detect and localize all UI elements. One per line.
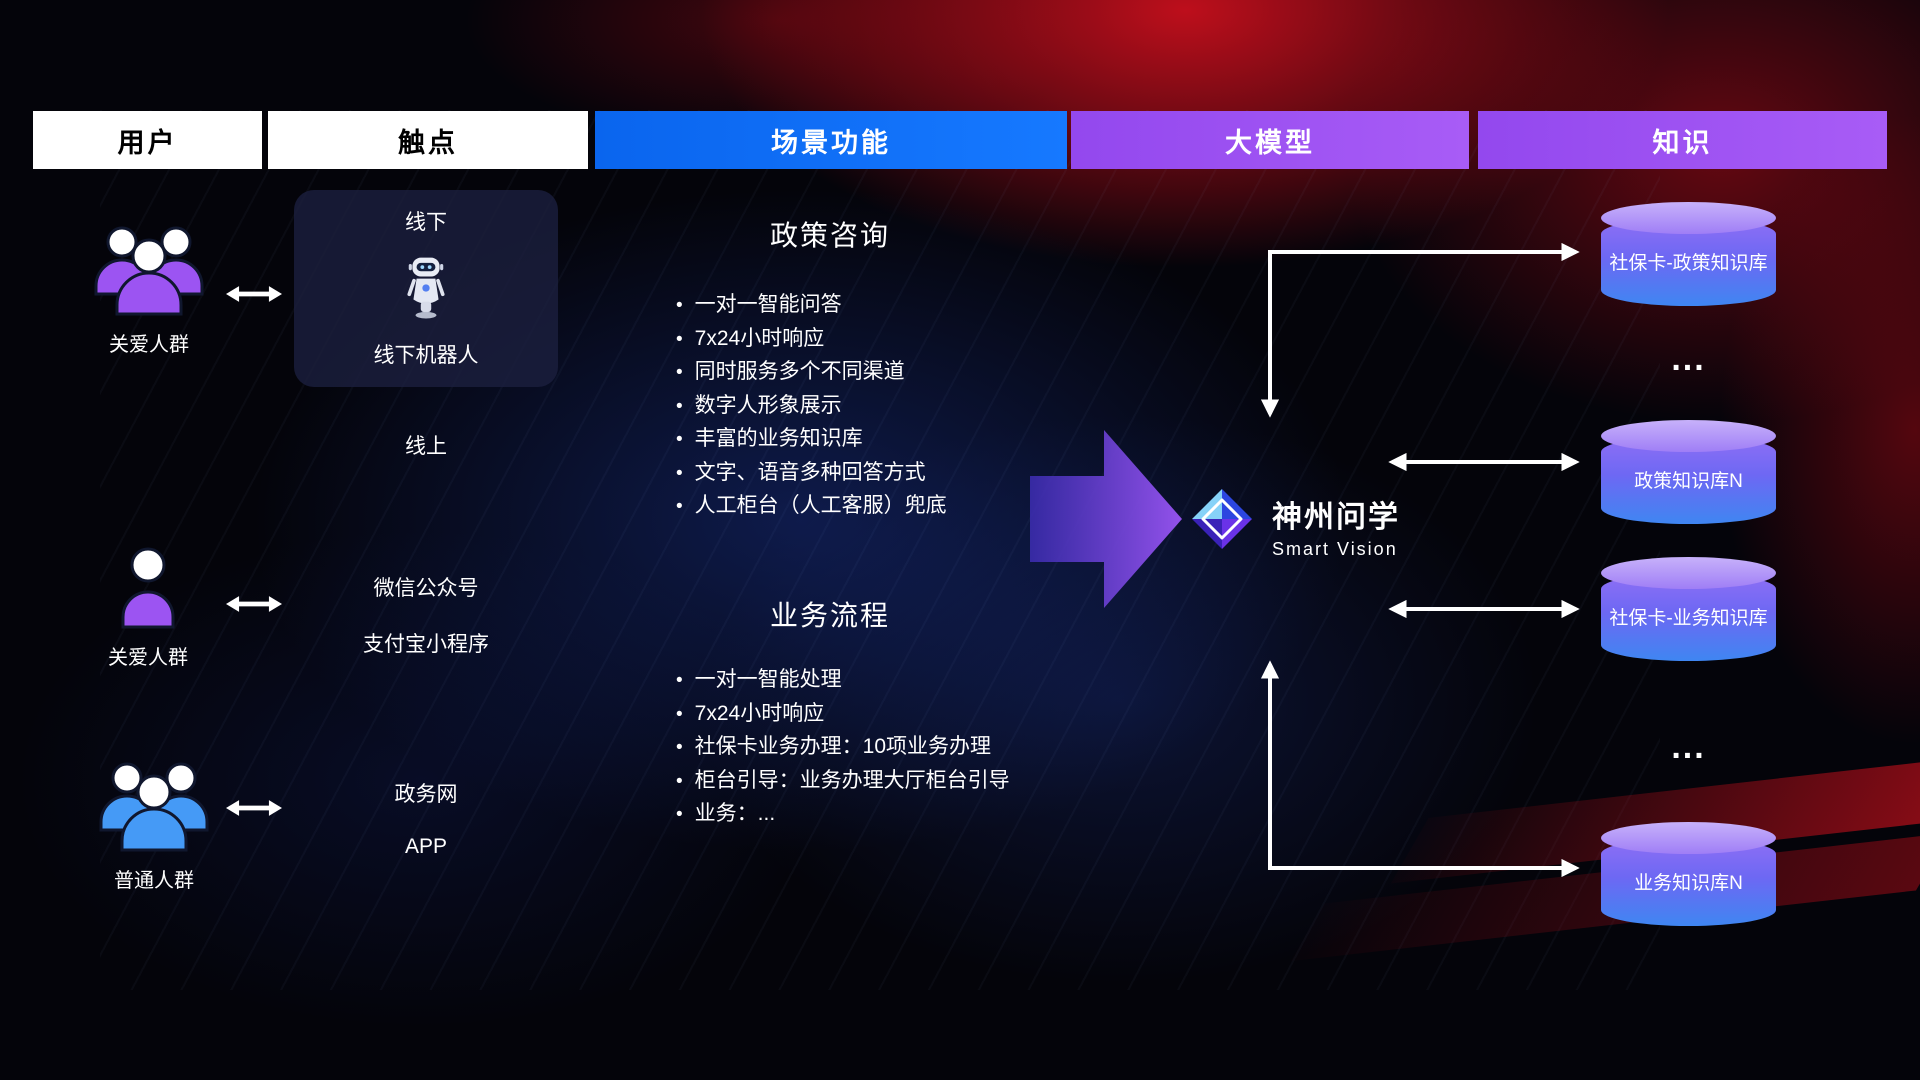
header-model: 大模型: [1071, 111, 1469, 169]
list-item: 同时服务多个不同渠道: [676, 356, 947, 390]
online-title: 线上: [405, 435, 447, 458]
business-section-title: 业务流程: [769, 600, 890, 631]
brand-name: 神州问学: [1272, 501, 1400, 534]
database-cylinder-business-card: 社保卡-业务知识库: [1601, 557, 1776, 661]
list-item: 文字、语音多种回答方式: [676, 457, 947, 491]
user-person-label: 关爱人群: [108, 647, 188, 669]
channel-alipay: 支付宝小程序: [363, 633, 489, 656]
people-group-icon: [94, 226, 204, 316]
database-cylinder-policy-card: 社保卡-政策知识库: [1601, 202, 1776, 306]
connector-arrow-db1: [1260, 242, 1580, 418]
policy-bullet-list: 一对一智能问答 7x24小时响应 同时服务多个不同渠道 数字人形象展示 丰富的业…: [676, 289, 947, 524]
list-item: 一对一智能问答: [676, 289, 947, 323]
offline-touchpoint-card: 线下 线下机器人: [294, 190, 558, 387]
list-item: 柜台引导：业务办理大厅柜台引导: [676, 765, 1010, 799]
bidirectional-arrow-icon: [226, 596, 282, 612]
list-item: 数字人形象展示: [676, 390, 947, 424]
user-group-general: 普通人群: [90, 752, 218, 893]
database-cylinder-policy-n: 政策知识库N: [1601, 420, 1776, 524]
user-group-label: 关爱人群: [109, 334, 189, 356]
person-icon: [121, 547, 175, 629]
header-users: 用户: [33, 111, 262, 169]
channel-gov-web: 政务网: [394, 783, 458, 806]
header-knowledge: 知识: [1478, 111, 1887, 169]
knowledge-db-label: 业务知识库N: [1634, 872, 1743, 894]
bidirectional-arrow-icon: [226, 800, 282, 816]
knowledge-db-label: 社保卡-业务知识库: [1609, 607, 1768, 629]
knowledge-db-label: 社保卡-政策知识库: [1609, 252, 1768, 274]
list-item: 丰富的业务知识库: [676, 423, 947, 457]
brand-subtitle: Smart Vision: [1272, 539, 1398, 559]
user-group-label: 普通人群: [114, 870, 194, 892]
diamond-logo-icon: [1192, 489, 1252, 549]
ellipsis: ...: [1671, 340, 1706, 378]
channel-wechat: 微信公众号: [373, 577, 479, 600]
list-item: 7x24小时响应: [676, 698, 1010, 732]
header-scenario: 场景功能: [595, 111, 1067, 169]
list-item: 社保卡业务办理：10项业务办理: [676, 731, 1010, 765]
list-item: 7x24小时响应: [676, 323, 947, 357]
brand-block: 神州问学 Smart Vision: [1272, 492, 1400, 560]
offline-robot-label: 线下机器人: [373, 344, 479, 367]
people-group-icon: [99, 762, 209, 852]
header-touchpoints: 触点: [268, 111, 588, 169]
bidirectional-arrow-icon: [226, 286, 282, 302]
list-item: 一对一智能处理: [676, 664, 1010, 698]
user-person-care: 关爱人群: [108, 547, 188, 670]
connector-arrow-db4: [1260, 660, 1580, 878]
ellipsis: ...: [1671, 728, 1706, 766]
flow-arrow-icon: [1030, 430, 1182, 608]
list-item: 业务：...: [676, 798, 1010, 832]
offline-title: 线下: [405, 211, 447, 234]
business-bullet-list: 一对一智能处理 7x24小时响应 社保卡业务办理：10项业务办理 柜台引导：业务…: [676, 664, 1010, 832]
policy-section-title: 政策咨询: [769, 220, 890, 251]
database-cylinder-business-n: 业务知识库N: [1601, 822, 1776, 926]
user-group-care-1: 关爱人群: [85, 216, 213, 357]
list-item: 人工柜台（人工客服）兜底: [676, 490, 947, 524]
channel-app: APP: [404, 835, 448, 858]
robot-icon: [407, 257, 445, 319]
knowledge-db-label: 政策知识库N: [1634, 470, 1743, 492]
